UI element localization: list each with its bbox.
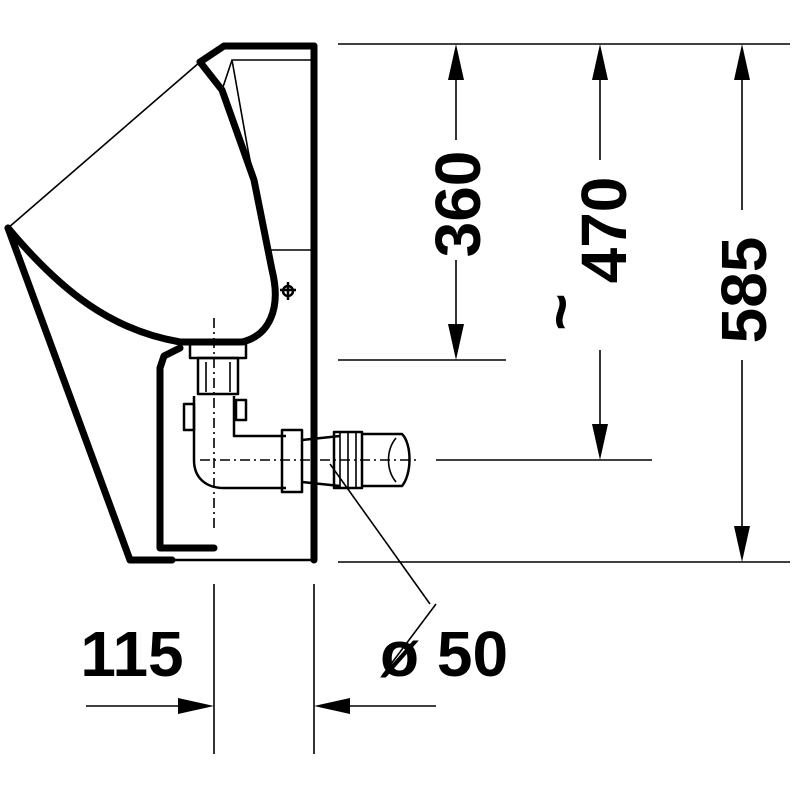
extension-lines — [213, 43, 790, 754]
arrow-470-top — [592, 44, 608, 80]
fixing-point-ring — [281, 284, 295, 298]
siphon-clip-left — [182, 402, 196, 432]
urinal-front-lower — [4, 224, 176, 564]
dimension-label-360: 360 — [422, 151, 494, 258]
dimension-diameter: ø 50 — [380, 618, 508, 690]
drain-ribs — [205, 362, 231, 392]
dimension-label-diameter: ø 50 — [380, 618, 508, 690]
siphon-clip-right — [234, 398, 248, 422]
dimension-label-115: 115 — [80, 618, 183, 690]
arrow-360-top — [448, 44, 464, 80]
arrow-585-bottom — [734, 526, 750, 562]
dimension-label-585: 585 — [708, 237, 780, 344]
approx-symbol: ~ — [524, 293, 596, 330]
dimension-label-470: 470 — [568, 177, 640, 284]
drain-flange — [188, 342, 248, 360]
siphon-vertical-pipe — [192, 396, 286, 490]
dim-470-label-bg — [552, 160, 636, 350]
dimension-585: 585 — [706, 44, 780, 562]
urinal-body — [4, 42, 318, 564]
drain-body — [196, 356, 240, 396]
arrow-115-left — [178, 698, 214, 714]
urinal-top-edge — [196, 42, 318, 66]
arrow-470-bottom — [592, 424, 608, 460]
dimension-360: 360 — [420, 44, 494, 360]
urinal-inner-wall — [231, 59, 314, 251]
leader-line-diameter — [329, 463, 431, 605]
urinal-bowl-curve — [4, 58, 279, 346]
arrow-115-right — [314, 698, 350, 714]
dim-585-label-bg — [706, 210, 778, 360]
leader-line-diameter-tail — [381, 603, 437, 677]
arrow-360-bottom — [448, 324, 464, 360]
siphon-assembly — [182, 318, 420, 530]
urinal-front-slope — [7, 61, 201, 229]
dimension-470: 470 ~ — [524, 44, 640, 460]
urinal-cavity — [156, 344, 218, 552]
pipe-coupling — [280, 428, 304, 494]
arrow-585-top — [734, 44, 750, 80]
dimension-115: 115 — [80, 618, 436, 714]
dim-360-label-bg — [420, 140, 492, 260]
